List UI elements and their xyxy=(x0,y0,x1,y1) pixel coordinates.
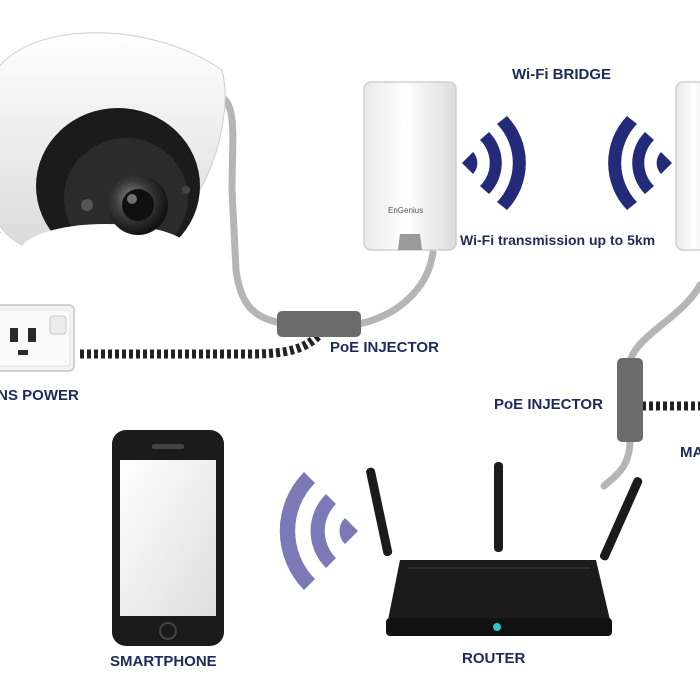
transmission-range-label: Wi-Fi transmission up to 5km xyxy=(460,232,656,248)
smartphone-label: SMARTPHONE xyxy=(110,653,217,670)
camera-cable xyxy=(214,92,286,327)
dome-camera xyxy=(0,32,226,280)
mains-power-label: INS POWER xyxy=(0,387,79,404)
wifi-waves-right-icon xyxy=(462,116,526,210)
wifi-bridge-label: Wi-Fi BRIDGE xyxy=(512,66,612,83)
router-cable xyxy=(600,436,634,490)
mains-power-cable-left xyxy=(80,332,322,359)
router xyxy=(366,462,643,636)
wall-socket xyxy=(0,304,75,372)
mains-power-label-right: MA xyxy=(680,444,700,461)
poe-injector-label-1: PoE INJECTOR xyxy=(330,339,439,356)
bridge-brand-logo: EnGenius xyxy=(388,206,424,215)
wifi-waves-left-icon xyxy=(608,116,672,210)
cables xyxy=(80,92,700,490)
smartphone xyxy=(112,430,224,646)
camera-label: A xyxy=(0,220,1,237)
bridge-right-cable xyxy=(626,281,700,366)
bridge-left-cable xyxy=(354,248,437,328)
router-label: ROUTER xyxy=(462,650,526,667)
router-wifi-waves-icon xyxy=(279,472,358,590)
poe-injector-label-2: PoE INJECTOR xyxy=(494,396,603,413)
wifi-bridge-right xyxy=(675,81,700,251)
wifi-bridge-left xyxy=(363,81,457,251)
poe-injector-1 xyxy=(277,311,361,337)
poe-injector-2 xyxy=(617,358,643,442)
